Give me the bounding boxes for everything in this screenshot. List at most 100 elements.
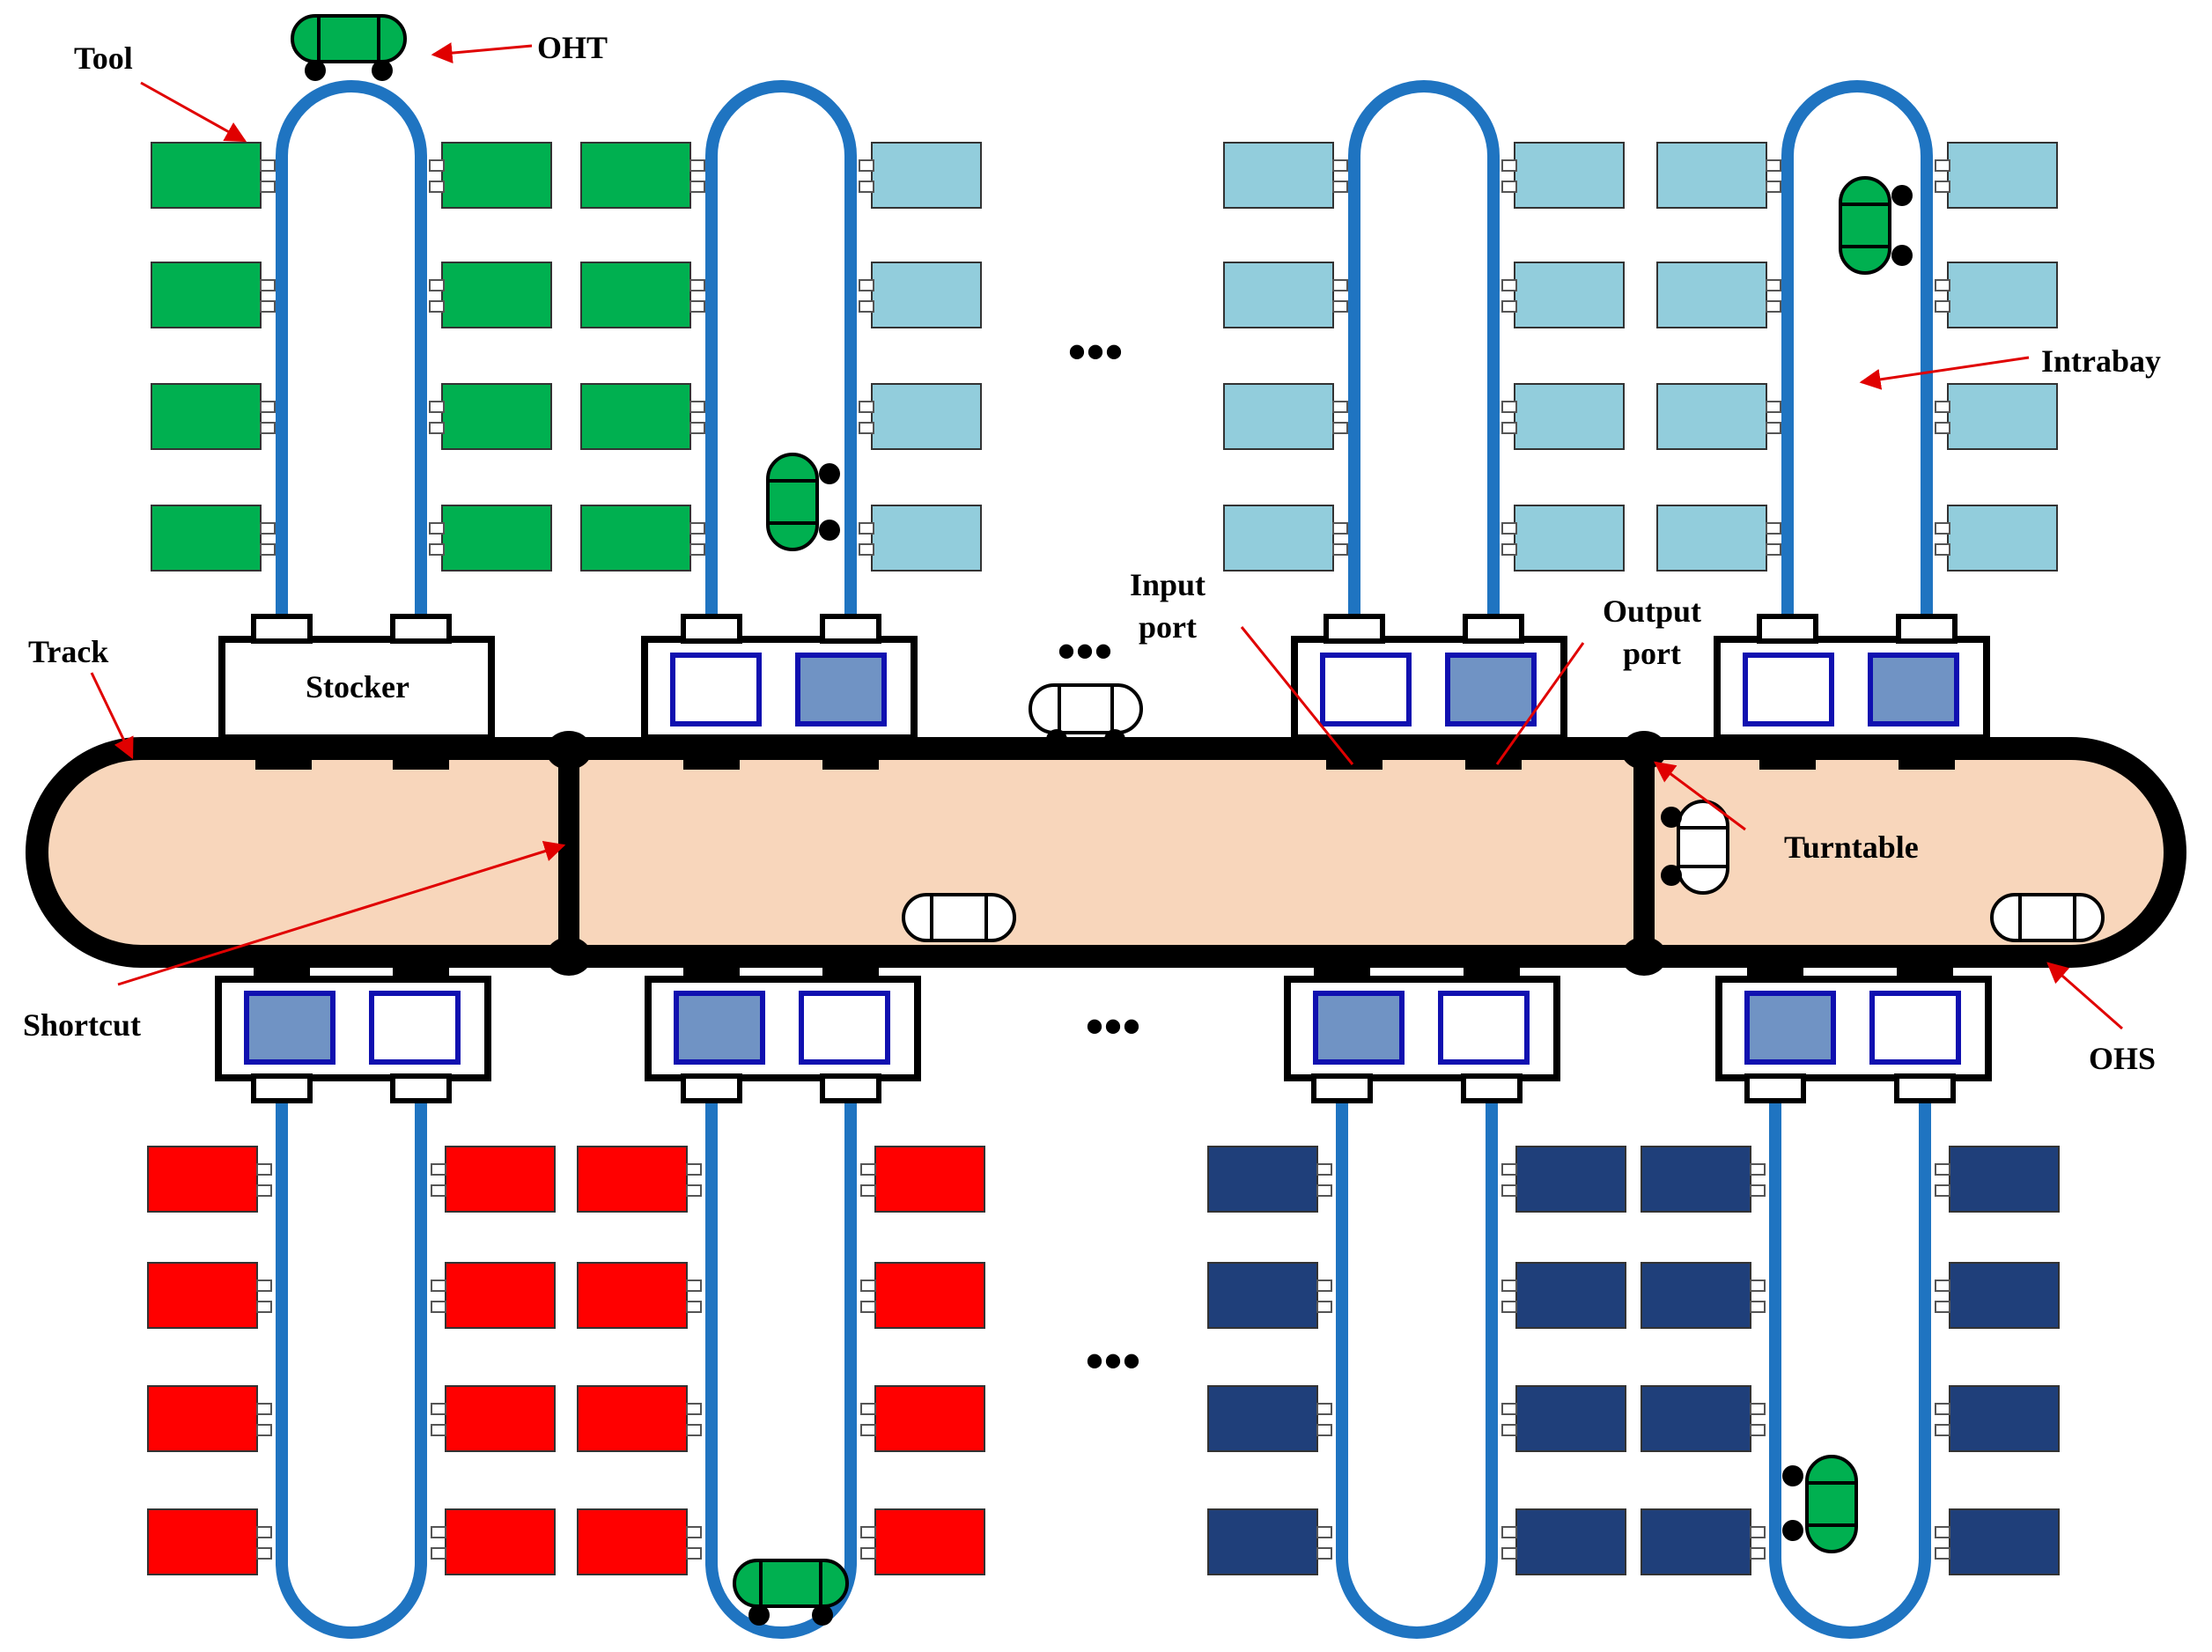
tool-load-port xyxy=(431,1547,446,1560)
tool-label: Tool xyxy=(74,41,133,76)
tool-load-port xyxy=(1935,401,1950,413)
track-connector xyxy=(1465,757,1522,770)
tool xyxy=(1514,505,1625,572)
tool xyxy=(441,383,552,450)
tool-load-port xyxy=(1935,1301,1950,1313)
tool-load-port xyxy=(1766,279,1781,291)
tool-load-port xyxy=(1332,422,1348,434)
tool-load-port xyxy=(1935,1280,1950,1292)
tool-load-port xyxy=(256,1301,272,1313)
tool xyxy=(1514,142,1625,209)
tool-load-port xyxy=(689,279,705,291)
tool-load-port xyxy=(429,543,445,556)
tool xyxy=(871,505,982,572)
input-port-label: Input xyxy=(1130,567,1206,602)
tool-load-port xyxy=(686,1163,702,1176)
turntable-node xyxy=(546,731,592,770)
tool-load-port xyxy=(431,1424,446,1436)
tool xyxy=(445,1385,556,1452)
tool xyxy=(151,383,262,450)
input-port-label: port xyxy=(1139,609,1197,645)
port-connector xyxy=(1757,614,1818,644)
tool-load-port xyxy=(1316,1163,1332,1176)
tool-load-port xyxy=(1935,1163,1950,1176)
tool xyxy=(441,505,552,572)
tool-load-port xyxy=(1935,543,1950,556)
intrabay-loop xyxy=(276,1073,427,1639)
tool xyxy=(874,1385,985,1452)
port-connector xyxy=(1324,614,1385,644)
shortcut-label: Shortcut xyxy=(23,1007,141,1043)
port-connector xyxy=(683,736,740,750)
tool-load-port xyxy=(260,300,276,313)
tool xyxy=(1949,1262,2060,1329)
tool xyxy=(151,505,262,572)
port-connector xyxy=(390,614,452,644)
output-port xyxy=(1445,653,1537,726)
port-connector xyxy=(1463,614,1524,644)
input-port-pointer xyxy=(1240,626,1354,765)
tool-load-port xyxy=(431,1526,446,1538)
tool-load-port xyxy=(1766,522,1781,535)
tool-load-port xyxy=(1501,1184,1517,1197)
port-connector xyxy=(1747,967,1803,981)
turntable-label: Turntable xyxy=(1784,830,1919,865)
tool-load-port xyxy=(860,1280,876,1292)
tool-load-port xyxy=(1935,1424,1950,1436)
tool xyxy=(580,262,691,328)
tool xyxy=(1641,1508,1751,1575)
output-port xyxy=(1868,653,1959,726)
track-connector xyxy=(393,757,449,770)
tool-load-port xyxy=(859,543,874,556)
tool-load-port xyxy=(1332,181,1348,193)
tool xyxy=(874,1146,985,1213)
tool-load-port xyxy=(689,159,705,172)
tool-load-port xyxy=(431,1301,446,1313)
tool-load-port xyxy=(256,1547,272,1560)
oht-vehicle xyxy=(733,1559,849,1626)
tool-load-port xyxy=(256,1424,272,1436)
tool-load-port xyxy=(260,522,276,535)
tool xyxy=(1207,1262,1318,1329)
tool-load-port xyxy=(256,1280,272,1292)
stocker xyxy=(218,636,495,741)
tool-load-port xyxy=(1750,1163,1766,1176)
tool xyxy=(577,1385,688,1452)
tool-load-port xyxy=(1501,1547,1517,1560)
tool-load-port xyxy=(256,1403,272,1415)
tool-load-port xyxy=(431,1403,446,1415)
tool-load-port xyxy=(1935,300,1950,313)
ellipsis: ••• xyxy=(1057,623,1112,681)
oht-vehicle xyxy=(291,14,407,81)
tool-load-port xyxy=(1935,1184,1950,1197)
ohs-vehicle xyxy=(902,893,1016,942)
tool xyxy=(580,505,691,572)
output-port xyxy=(244,991,335,1065)
tool-load-port xyxy=(1750,1526,1766,1538)
tool xyxy=(871,383,982,450)
output-port xyxy=(1313,991,1405,1065)
tool-load-port xyxy=(429,300,445,313)
tool-load-port xyxy=(1501,1301,1517,1313)
tool xyxy=(1223,262,1334,328)
intrabay-bottom-4 xyxy=(1641,967,2060,1639)
tool-load-port xyxy=(1332,543,1348,556)
ellipsis: ••• xyxy=(1085,998,1140,1056)
tool xyxy=(1223,505,1334,572)
tool-load-port xyxy=(1766,159,1781,172)
tool-load-port xyxy=(431,1163,446,1176)
tool-load-port xyxy=(1332,279,1348,291)
port-connector xyxy=(393,736,449,750)
tool-load-port xyxy=(686,1403,702,1415)
input-port xyxy=(1438,991,1530,1065)
tool xyxy=(1207,1385,1318,1452)
tool-load-port xyxy=(1935,522,1950,535)
tool-load-port xyxy=(1501,181,1517,193)
tool xyxy=(1207,1146,1318,1213)
tool-load-port xyxy=(859,422,874,434)
port-connector xyxy=(1759,736,1816,750)
tool-load-port xyxy=(429,181,445,193)
tool-load-port xyxy=(860,1526,876,1538)
tool-load-port xyxy=(1935,159,1950,172)
stocker-label: Stocker xyxy=(306,669,409,704)
